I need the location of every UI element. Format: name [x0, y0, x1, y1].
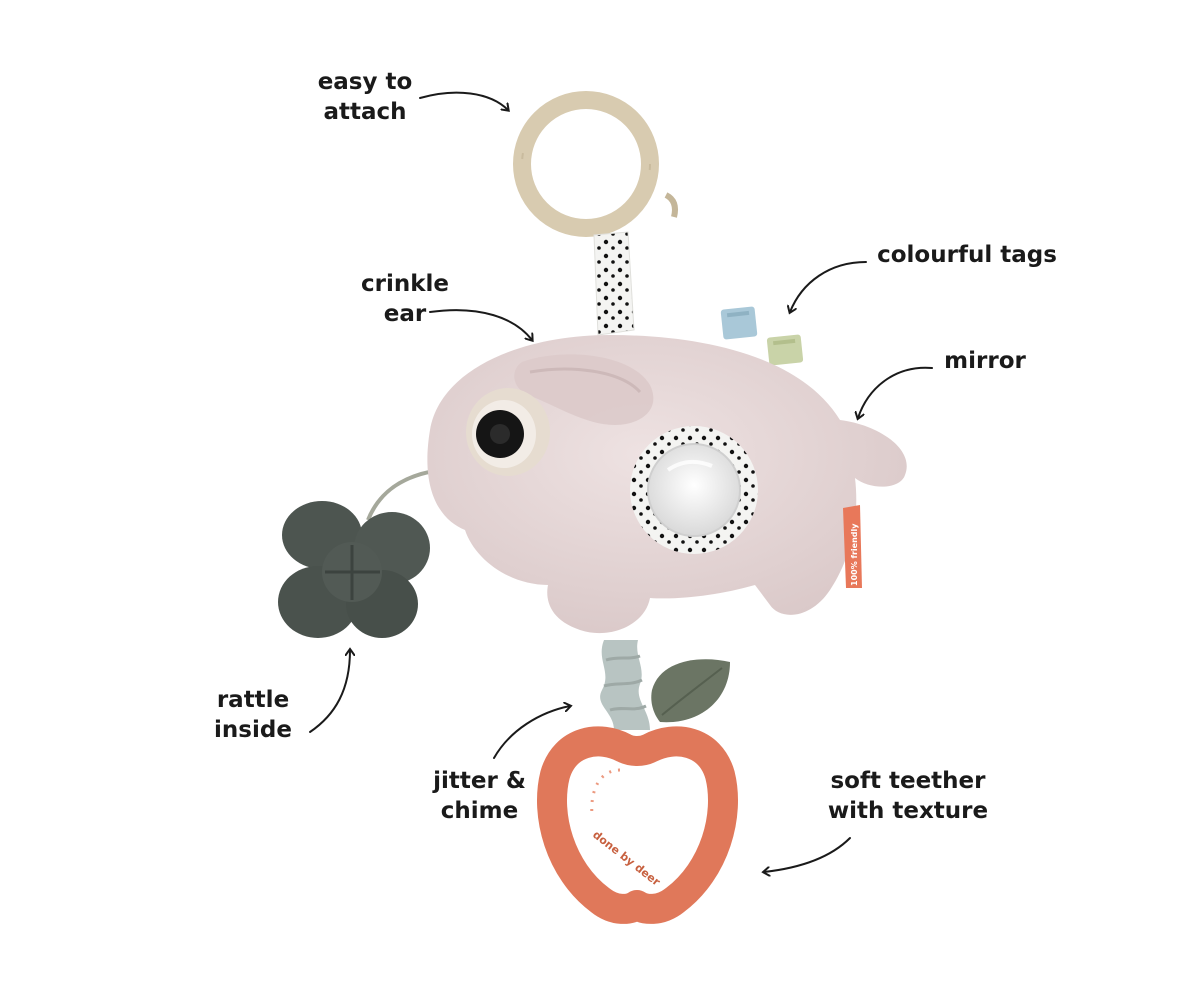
care-tag: 100% friendly: [843, 505, 862, 588]
arrow-easy-to-attach: [419, 91, 508, 110]
apple-teether: done by deer: [537, 726, 738, 924]
callout-arrows: [309, 91, 933, 872]
wooden-ring: [513, 91, 678, 237]
label-colourful-tags: colourful tags: [877, 242, 1057, 268]
label-easy-to-attach: easy to attach: [317, 69, 413, 125]
dotted-ribbon-top: [593, 231, 635, 336]
arrow-crinkle-ear: [429, 309, 532, 340]
ribbon-jitter: [600, 640, 650, 730]
arrow-rattle-inside: [309, 650, 350, 733]
label-soft-teether: soft teether with texture: [827, 768, 989, 824]
arrow-soft-teether: [764, 837, 851, 872]
arrow-mirror: [858, 366, 933, 418]
label-mirror: mirror: [944, 348, 1026, 374]
teether-brand-text: done by deer: [590, 828, 663, 889]
label-crinkle-ear: crinkle ear: [360, 271, 449, 327]
care-tag-text: 100% friendly: [850, 523, 859, 586]
label-jitter-chime: jitter & chime: [433, 768, 526, 824]
teether-leaf: [651, 659, 730, 723]
mirror: [630, 426, 758, 554]
rattle-clover: [278, 501, 430, 638]
colourful-tags: [720, 306, 804, 366]
label-rattle-inside: rattle inside: [214, 687, 292, 743]
arrow-jitter-chime: [493, 706, 570, 759]
arrow-colourful-tags: [790, 261, 867, 312]
